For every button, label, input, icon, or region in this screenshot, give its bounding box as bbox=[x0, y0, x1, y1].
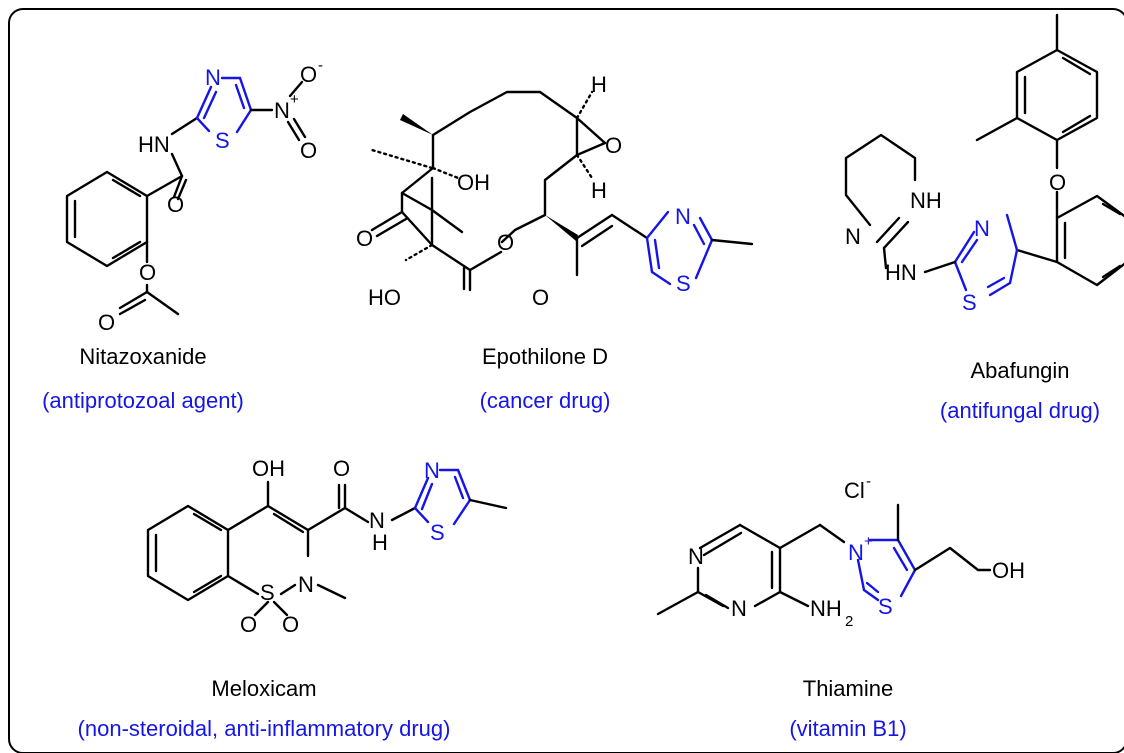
atom-label: NH bbox=[810, 596, 842, 621]
atom-label: N bbox=[731, 596, 747, 621]
atom-charge: + bbox=[290, 91, 299, 108]
atom-label: Cl bbox=[844, 478, 865, 503]
atom-label: O bbox=[333, 456, 350, 481]
atom-charge: - bbox=[866, 473, 871, 490]
atom-label: OH bbox=[252, 456, 285, 481]
compound-name: Abafungin bbox=[970, 358, 1069, 383]
atom-label: N bbox=[424, 458, 440, 483]
atom-label: H bbox=[591, 178, 607, 203]
compound-use: (antifungal drug) bbox=[940, 398, 1100, 423]
atom-label: O bbox=[139, 260, 156, 285]
atom-charge: + bbox=[864, 533, 873, 550]
atom-label: N bbox=[274, 98, 290, 123]
atom-label: 2 bbox=[845, 613, 853, 630]
compound-name: Meloxicam bbox=[211, 676, 316, 701]
atom-label: N bbox=[688, 544, 704, 569]
atom-label: HN bbox=[885, 260, 917, 285]
atom-label: S bbox=[430, 520, 445, 545]
atom-label: H bbox=[372, 530, 388, 555]
atom-label: N bbox=[675, 204, 691, 229]
atom-label: O bbox=[282, 612, 299, 637]
atom-label: OH bbox=[992, 558, 1025, 583]
atom-label: H bbox=[591, 72, 607, 97]
atom-label: N bbox=[205, 65, 221, 90]
atom-label: O bbox=[300, 138, 317, 163]
atom-label: S bbox=[215, 128, 230, 153]
atom-label: O bbox=[98, 310, 115, 335]
atom-label: O bbox=[605, 133, 622, 158]
atom-label: N bbox=[298, 572, 314, 597]
atom-label: O bbox=[1049, 170, 1066, 195]
atom-label: N bbox=[848, 540, 864, 565]
atom-label: O bbox=[300, 62, 317, 87]
compound-use: (antiprotozoal agent) bbox=[42, 388, 244, 413]
atom-charge: - bbox=[318, 57, 323, 74]
atom-label: O bbox=[497, 230, 514, 255]
atom-label: S bbox=[878, 594, 893, 619]
atom-label: O bbox=[167, 192, 184, 217]
compound-name: Epothilone D bbox=[482, 344, 608, 369]
epothilone-d-structure: OH O O HO O O H H N S bbox=[356, 72, 754, 310]
compound-use: (vitamin B1) bbox=[789, 716, 906, 741]
abafungin-structure: O NH N HN N S bbox=[844, 13, 1124, 315]
compound-use: (non-steroidal, anti-inflammatory drug) bbox=[78, 716, 451, 741]
compound-name: Nitazoxanide bbox=[79, 344, 206, 369]
atom-label: O bbox=[240, 612, 257, 637]
meloxicam-structure: OH O N H S N O O N S bbox=[146, 456, 508, 637]
figure-frame bbox=[8, 8, 1124, 753]
atom-label: OH bbox=[457, 170, 490, 195]
thiamine-structure: N N NH 2 N + S OH Cl - bbox=[656, 473, 1025, 630]
atom-label: N bbox=[974, 216, 990, 241]
atom-label: S bbox=[260, 580, 275, 605]
atom-label: NH bbox=[910, 188, 942, 213]
atom-label: O bbox=[532, 285, 549, 310]
atom-label: N bbox=[369, 508, 385, 533]
atom-label: HO bbox=[368, 285, 401, 310]
compound-name: Thiamine bbox=[803, 676, 893, 701]
nitazoxanide-structure: HN O O O N S N + O - O bbox=[65, 57, 323, 335]
atom-label: O bbox=[356, 226, 373, 251]
atom-label: N bbox=[845, 224, 861, 249]
atom-label: S bbox=[676, 271, 691, 296]
atom-label: S bbox=[962, 290, 977, 315]
compound-use: (cancer drug) bbox=[480, 388, 611, 413]
atom-label: HN bbox=[138, 132, 170, 157]
